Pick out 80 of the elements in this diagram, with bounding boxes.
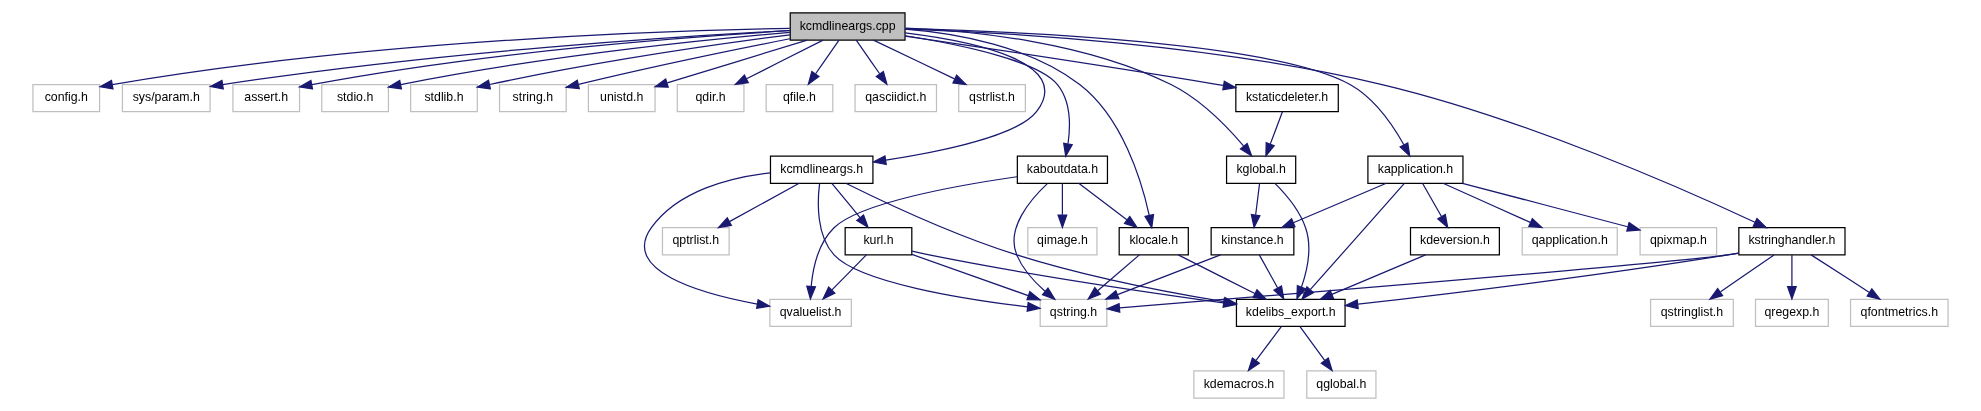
- node-box: qregexp.h: [1754, 298, 1829, 328]
- arrow: [1786, 254, 1798, 301]
- arrow: [1461, 182, 1642, 232]
- node-box: string.h: [498, 83, 567, 113]
- node-box: kcmdlineargs.cpp: [789, 12, 906, 41]
- arrow: [208, 29, 791, 90]
- node-box: kstringhandler.h: [1738, 227, 1846, 256]
- node-box: stdlib.h: [410, 83, 478, 113]
- arrow: [1274, 182, 1310, 301]
- node-box: klocale.h: [1118, 227, 1189, 256]
- arrow: [1057, 182, 1068, 230]
- node-box: qasciidict.h: [854, 83, 938, 113]
- node-box: qvaluelist.h: [769, 298, 852, 328]
- node-box: qptrlist.h: [661, 227, 730, 256]
- arrow: [1280, 182, 1387, 229]
- arrow: [297, 30, 791, 90]
- node-box: stdio.h: [321, 83, 390, 113]
- node-box: qdir.h: [676, 83, 745, 113]
- arrow: [1318, 254, 1427, 300]
- node-box: assert.h: [232, 83, 301, 113]
- node-box: unistd.h: [587, 83, 656, 113]
- arrow: [1708, 254, 1775, 301]
- node-box: qpixmap.h: [1639, 227, 1718, 256]
- arrow: [1442, 182, 1544, 229]
- arrow: [564, 38, 791, 90]
- arrow: [1250, 182, 1261, 230]
- arrow: [98, 27, 791, 90]
- arrow: [821, 254, 867, 301]
- node-box: qfontmetrics.h: [1849, 298, 1949, 328]
- node-box: config.h: [32, 83, 101, 113]
- arrow: [904, 35, 1074, 158]
- arrow: [1247, 325, 1283, 373]
- node-box: kinstance.h: [1210, 227, 1295, 256]
- arrow: [817, 182, 1042, 312]
- node-box: qfile.h: [765, 83, 834, 113]
- node-box: qstringlist.h: [1649, 298, 1734, 328]
- arrow: [653, 39, 808, 88]
- arrow: [1343, 252, 1740, 310]
- node-box: kapplication.h: [1367, 155, 1464, 184]
- arrow: [807, 39, 840, 86]
- arrow: [1086, 254, 1140, 301]
- arrow: [831, 182, 870, 229]
- arrow: [872, 39, 968, 86]
- arrow: [475, 34, 791, 90]
- node-box: qimage.h: [1027, 227, 1098, 256]
- arrow: [855, 39, 888, 86]
- arrow: [716, 182, 800, 229]
- node-box: sys/param.h: [121, 83, 211, 113]
- arrow: [1421, 182, 1449, 229]
- node-box: kdelibs_export.h: [1235, 298, 1346, 328]
- arrow: [904, 28, 1155, 230]
- arrow: [905, 27, 1253, 158]
- node-box: qapplication.h: [1521, 227, 1618, 256]
- arrow: [1265, 111, 1284, 158]
- node-box: qstrlist.h: [958, 83, 1026, 113]
- arrow: [1299, 325, 1334, 373]
- arrow: [1013, 183, 1057, 301]
- arrow: [911, 253, 1042, 301]
- arrow: [1078, 182, 1139, 229]
- node-box: kurl.h: [844, 227, 913, 256]
- arrow: [643, 172, 772, 310]
- arrow: [1258, 254, 1285, 301]
- arrow: [733, 39, 824, 86]
- arrow: [806, 176, 1018, 301]
- arrow: [904, 35, 1238, 91]
- arrow: [1105, 252, 1740, 314]
- node-box: kstaticdeleter.h: [1235, 83, 1339, 113]
- node-box: kdemacros.h: [1193, 370, 1285, 399]
- arrow: [904, 28, 1411, 158]
- node-box: kdeversion.h: [1409, 227, 1500, 256]
- arrow: [386, 31, 791, 90]
- node-box: kglobal.h: [1225, 155, 1297, 184]
- node-box: kaboutdata.h: [1016, 155, 1109, 184]
- arrow: [1104, 254, 1222, 300]
- node-box: qstring.h: [1039, 298, 1108, 328]
- arrow: [904, 28, 1768, 229]
- arrow: [871, 32, 1046, 166]
- node-box: kcmdlineargs.h: [769, 155, 874, 184]
- node-box: qglobal.h: [1306, 370, 1377, 399]
- arrow: [1810, 254, 1882, 301]
